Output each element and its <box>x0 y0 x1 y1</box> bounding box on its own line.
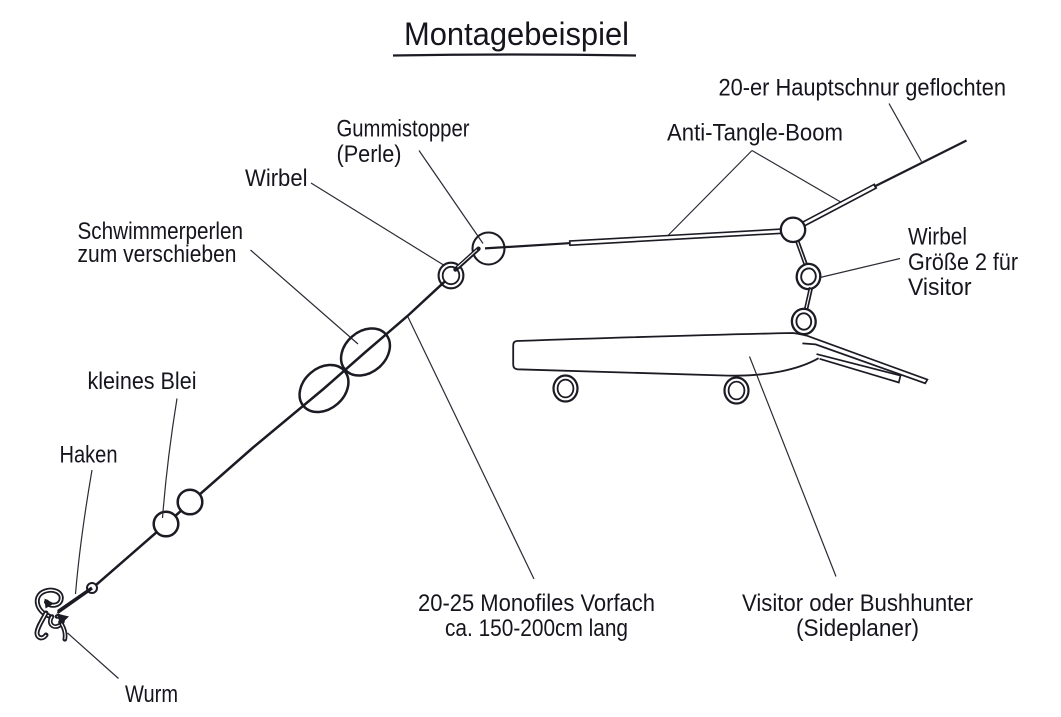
svg-text:Wirbel: Wirbel <box>908 224 967 251</box>
svg-text:Haken: Haken <box>60 442 118 469</box>
svg-text:20-25 Monofiles Vorfach: 20-25 Monofiles Vorfach <box>418 590 655 617</box>
svg-text:Wurm: Wurm <box>125 681 178 708</box>
svg-text:Größe 2 für: Größe 2 für <box>908 249 1018 276</box>
svg-text:zum verschieben: zum verschieben <box>78 241 237 268</box>
svg-text:(Sideplaner): (Sideplaner) <box>796 615 919 642</box>
svg-text:Visitor: Visitor <box>908 274 972 301</box>
svg-text:Gummistopper: Gummistopper <box>337 116 470 143</box>
svg-text:Wirbel: Wirbel <box>245 165 308 192</box>
svg-text:Visitor oder Bushhunter: Visitor oder Bushhunter <box>742 590 973 617</box>
svg-text:ca. 150-200cm lang: ca. 150-200cm lang <box>445 615 628 642</box>
svg-text:(Perle): (Perle) <box>337 141 402 168</box>
svg-text:20-er Hauptschnur geflochten: 20-er Hauptschnur geflochten <box>719 75 1007 102</box>
svg-text:Schwimmerperlen: Schwimmerperlen <box>78 218 244 245</box>
svg-text:Montagebeispiel: Montagebeispiel <box>404 16 629 52</box>
svg-text:kleines Blei: kleines Blei <box>88 368 197 395</box>
svg-text:Anti-Tangle-Boom: Anti-Tangle-Boom <box>667 120 843 147</box>
